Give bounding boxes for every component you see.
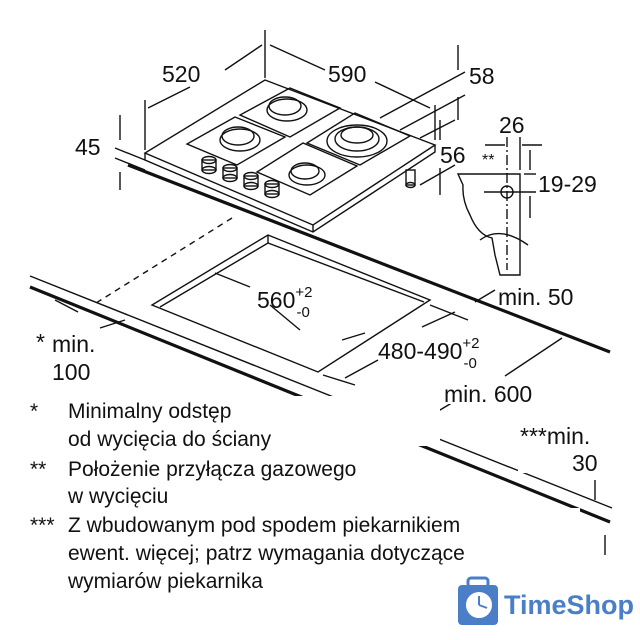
control-knobs (201, 155, 280, 199)
note-2-line-1: Położenie przyłącza gazowego (68, 458, 356, 481)
gas-inlet-leg (405, 169, 416, 189)
burner-rear-right-wok (326, 124, 388, 158)
note-2-line-2: w wycięciu (67, 485, 168, 508)
hob (143, 79, 437, 233)
dim-590: 590 (328, 61, 366, 87)
countertop-back-edge (127, 163, 611, 354)
dim-560: 560+2-0 (257, 284, 312, 321)
dim-min-30-line2: 30 (572, 450, 598, 476)
grates (185, 87, 412, 196)
dim-min-600: min. 600 (444, 381, 532, 407)
burner-front-right (288, 164, 326, 186)
cutout-outline (150, 234, 432, 373)
cutout (150, 234, 432, 373)
gas-marker: ** (482, 152, 494, 169)
burner-front-left (219, 128, 261, 152)
dim-58: 58 (469, 63, 495, 89)
note-3-line-1: Z wbudowanym pod spodem piekarnikiem (68, 514, 460, 537)
hob-projection-dashed-line (95, 217, 233, 304)
burners (219, 96, 388, 186)
dim-520: 520 (162, 61, 200, 87)
note-2-marker: ** (30, 458, 46, 481)
dim-56: 56 (440, 142, 466, 168)
dimension-lines (54, 30, 606, 555)
knob-icon (222, 163, 238, 183)
note-3-line-3: wymiarów piekarnika (67, 570, 263, 593)
dim-19-29: 19-29 (538, 171, 597, 197)
dim-min-100-marker: * (36, 329, 45, 355)
dim-26: 26 (499, 112, 525, 138)
footnotes: * Minimalny odstęp od wycięcia do ściany… (30, 396, 580, 593)
dim-min-50: min. 50 (498, 284, 573, 310)
profile-section (456, 173, 521, 276)
timeshop-watermark: TimeShop (458, 576, 634, 625)
hob-glass-top (143, 79, 437, 226)
note-1-line-1: Minimalny odstęp (68, 400, 231, 423)
knob-icon (243, 171, 259, 191)
countertop-front-edge-top (29, 275, 613, 509)
burner-rear-left (266, 98, 308, 122)
note-3-line-2: ewent. więcej; patrz wymagania dotyczące (68, 542, 465, 565)
note-1-line-2: od wycięcia do ściany (68, 428, 272, 451)
knob-icon (264, 179, 280, 199)
dim-min-30-line1: ***min. (520, 423, 590, 449)
dimension-labels: 520 590 58 45 56 26 ** 19-29 560+2-0 480… (36, 61, 610, 476)
clock-bag-icon (458, 576, 498, 625)
dim-480-490: 480-490+2-0 (378, 335, 480, 372)
dim-45: 45 (75, 134, 101, 160)
knob-icon (201, 155, 217, 175)
note-3-marker: *** (30, 514, 55, 537)
gas-connection-profile (456, 137, 542, 276)
dim-min-100-line1: min. (52, 331, 95, 357)
note-1-marker: * (30, 400, 38, 423)
watermark-text: TimeShop (504, 590, 634, 620)
dim-min-100-line2: 100 (52, 359, 90, 385)
